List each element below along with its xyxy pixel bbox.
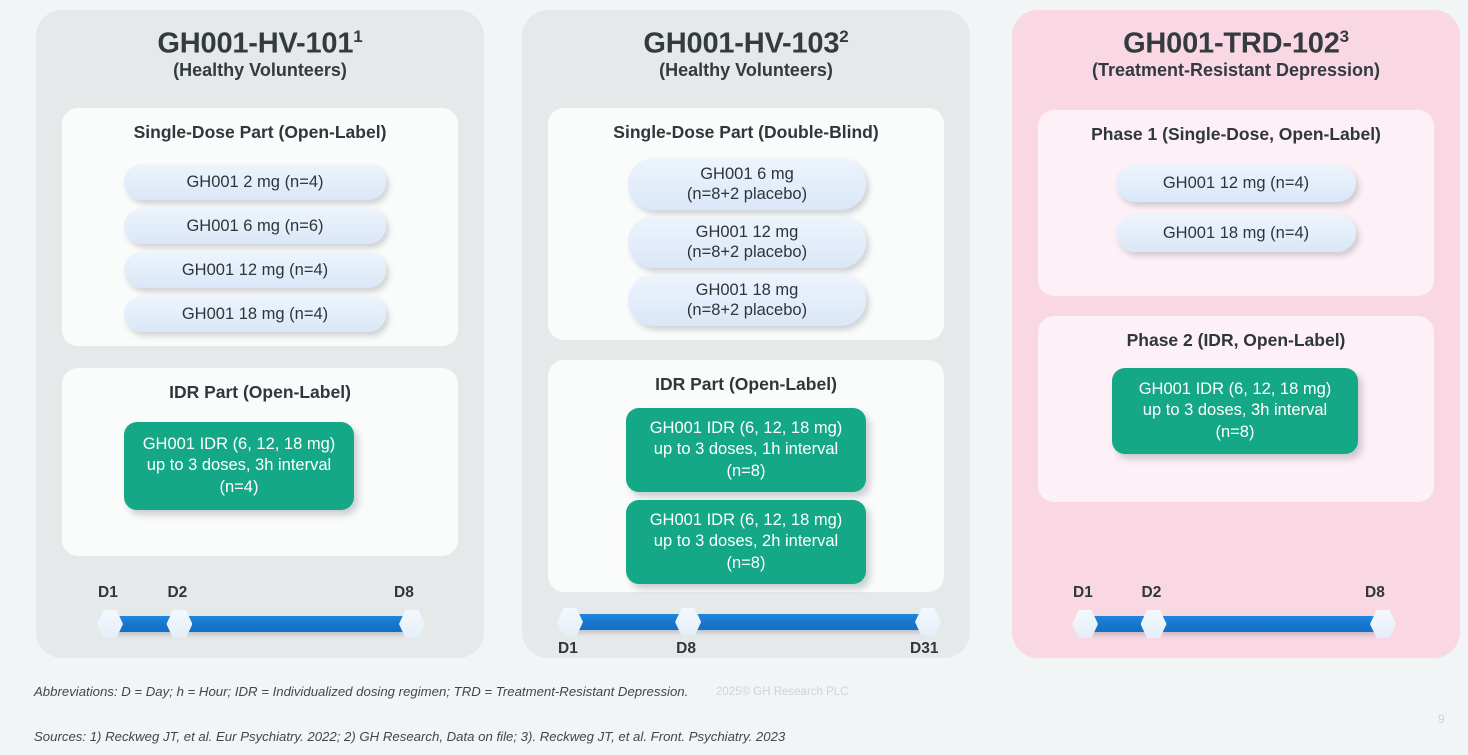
dose-pill-label: GH001 6 mg(n=8+2 placebo) [686,164,808,203]
study-code: GH001-TRD-1023 [1123,27,1349,60]
dose-pill-label: GH001 18 mg(n=8+2 placebo) [686,280,808,319]
dose-pill-label: GH001 2 mg (n=4) [186,172,324,191]
dose-pill[interactable]: GH001 12 mg (n=4) [124,252,386,288]
study-panel-gh001-trd-102: GH001-TRD-1023(Treatment-Resistant Depre… [1012,10,1460,658]
timeline-gh001-hv-101: D1 D2 D8 [97,584,425,638]
study-population: (Healthy Volunteers) [173,59,347,80]
card-title: Phase 2 (IDR, Open-Label) [1126,330,1346,350]
card-title: IDR Part (Open-Label) [655,374,837,394]
card-gh001-hv-101-single-dose-part: Single-Dose Part (Open-Label) GH001 2 mg … [62,108,458,346]
timeline-bar [1085,616,1383,632]
panel-title-gh001-trd-102: GH001-TRD-1023(Treatment-Resistant Depre… [1012,28,1460,80]
dose-pill[interactable]: GH001 6 mg(n=8+2 placebo) [628,158,866,210]
card-title: IDR Part (Open-Label) [169,382,351,402]
card-title: Phase 1 (Single-Dose, Open-Label) [1091,124,1381,144]
study-population: (Treatment-Resistant Depression) [1091,59,1381,80]
idr-regimen-box[interactable]: GH001 IDR (6, 12, 18 mg)up to 3 doses, 3… [1112,368,1358,454]
page-number: 9 [1438,712,1445,726]
dose-pill[interactable]: GH001 12 mg(n=8+2 placebo) [628,216,866,268]
timeline-gh001-trd-102: D1 D2 D8 [1072,584,1396,638]
card-gh001-hv-101-idr-part: IDR Part (Open-Label) GH001 IDR (6, 12, 1… [62,368,458,556]
card-gh001-trd-102-phase-2: Phase 2 (IDR, Open-Label) GH001 IDR (6, 1… [1038,316,1434,502]
timeline-label-d2: D2 [167,584,188,601]
card-title: Single-Dose Part (Open-Label) [133,122,387,142]
study-panel-gh001-hv-103: GH001-HV-1032(Healthy Volunteers) Single-… [522,10,970,658]
timeline-label-d8: D8 [1365,584,1385,601]
idr-regimen-box[interactable]: GH001 IDR (6, 12, 18 mg)up to 3 doses, 1… [626,408,866,492]
study-code: GH001-HV-1032 [643,27,849,60]
study-code-footnote-marker: 3 [1339,27,1349,46]
study-design-board: GH001-HV-1011(Healthy Volunteers)Single-… [36,10,1460,658]
dose-pill[interactable]: GH001 18 mg(n=8+2 placebo) [628,274,866,326]
timeline-node-d8[interactable] [1370,610,1396,638]
dose-pill-label: GH001 6 mg (n=6) [186,216,324,235]
footnote-sources: Sources: 1) Reckweg JT, et al. Eur Psych… [34,729,786,744]
dose-pill[interactable]: GH001 18 mg (n=4) [124,296,386,332]
idr-regimen-label: GH001 IDR (6, 12, 18 mg)up to 3 doses, 1… [649,419,843,480]
dose-pill[interactable]: GH001 12 mg (n=4) [1116,164,1356,202]
timeline-label-d1: D1 [98,584,118,601]
dose-pill[interactable]: GH001 6 mg (n=6) [124,208,386,244]
footnote-abbreviations: Abbreviations: D = Day; h = Hour; IDR = … [34,684,689,699]
study-code: GH001-HV-1011 [157,27,363,60]
timeline-label-d1: D1 [558,640,578,657]
card-gh001-trd-102-phase-1: Phase 1 (Single-Dose, Open-Label) GH001 1… [1038,110,1434,296]
card-gh001-hv-103-idr-part: IDR Part (Open-Label) GH001 IDR (6, 12, 1… [548,360,944,592]
timeline-node-d1[interactable] [97,610,123,638]
timeline-label-d8: D8 [676,640,696,657]
timeline-label-d2: D2 [1141,584,1162,601]
dose-pill-label: GH001 18 mg (n=4) [1162,223,1310,242]
study-population: (Healthy Volunteers) [659,59,833,80]
timeline-label-d8: D8 [394,584,414,601]
timeline-gh001-hv-103: D1 D8 D31 [557,608,941,657]
idr-regimen-box[interactable]: GH001 IDR (6, 12, 18 mg)up to 3 doses, 2… [626,500,866,584]
timeline-bar [570,614,928,630]
copyright-notice: 2025© GH Research PLC [716,686,849,698]
timeline-label-d31: D31 [910,640,939,657]
idr-regimen-label: GH001 IDR (6, 12, 18 mg)up to 3 doses, 3… [142,435,336,496]
dose-pill-label: GH001 12 mg (n=4) [181,260,329,279]
timeline-node-d2[interactable] [166,610,193,638]
idr-regimen-box[interactable]: GH001 IDR (6, 12, 18 mg)up to 3 doses, 3… [124,422,354,510]
dose-pill-label: GH001 12 mg(n=8+2 placebo) [686,222,808,261]
card-gh001-hv-103-single-dose-part: Single-Dose Part (Double-Blind) GH001 6 m… [548,108,944,340]
study-panel-gh001-hv-101: GH001-HV-1011(Healthy Volunteers) Single-… [36,10,484,658]
dose-pill[interactable]: GH001 2 mg (n=4) [124,164,386,200]
dose-pill-label: GH001 18 mg (n=4) [181,304,329,323]
panel-title-gh001-hv-101: GH001-HV-1011(Healthy Volunteers) [36,28,484,80]
dose-pill-label: GH001 12 mg (n=4) [1162,173,1310,192]
dose-pill[interactable]: GH001 18 mg (n=4) [1116,214,1356,252]
timeline-node-d1[interactable] [1072,610,1098,638]
study-code-footnote-marker: 2 [839,27,849,46]
timeline-label-d1: D1 [1073,584,1093,601]
card-title: Single-Dose Part (Double-Blind) [613,122,879,142]
study-code-footnote-marker: 1 [353,27,363,46]
timeline-node-d2[interactable] [1140,610,1167,638]
idr-regimen-label: GH001 IDR (6, 12, 18 mg)up to 3 doses, 2… [649,511,843,572]
idr-regimen-label: GH001 IDR (6, 12, 18 mg)up to 3 doses, 3… [1138,380,1332,441]
timeline-node-d8[interactable] [399,610,425,638]
panel-title-gh001-hv-103: GH001-HV-1032(Healthy Volunteers) [522,28,970,80]
